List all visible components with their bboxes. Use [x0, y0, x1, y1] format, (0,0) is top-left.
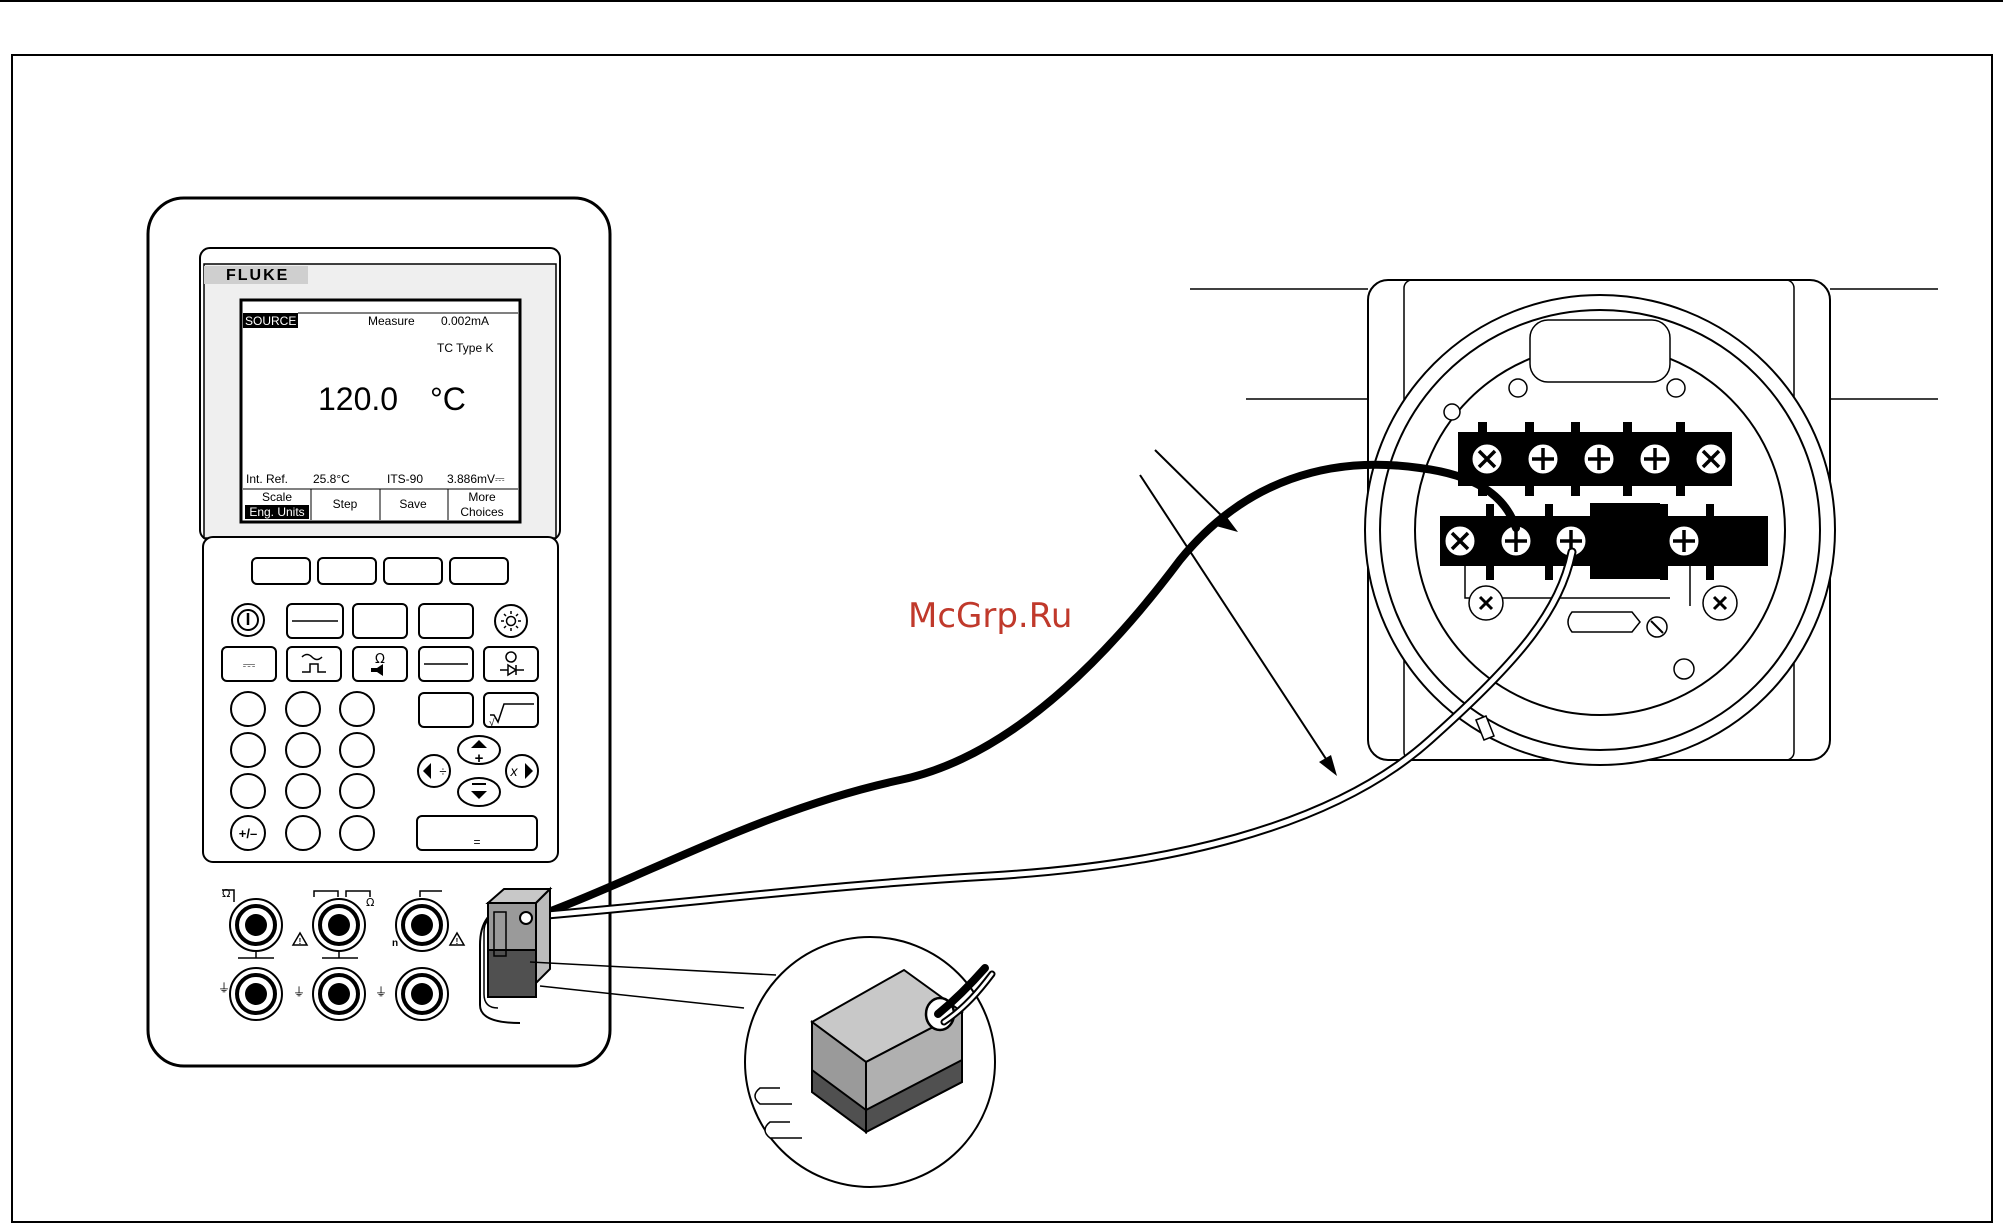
measure-label: Measure	[368, 314, 415, 328]
plug-cable-entry	[520, 912, 532, 924]
digit-key[interactable]	[340, 774, 374, 808]
jack-socket	[245, 914, 267, 936]
jack-socket	[411, 983, 433, 1005]
jack-socket	[245, 983, 267, 1005]
function-key[interactable]	[353, 604, 407, 638]
plus-icon: +	[475, 750, 484, 767]
ohm-icon: Ω	[375, 652, 385, 667]
callout-line	[1140, 475, 1330, 765]
terminal-divider	[1623, 422, 1632, 496]
softkey-label: Eng. Units	[249, 505, 304, 519]
dc-icon: ⎓	[243, 655, 256, 674]
housing-hole	[1509, 379, 1527, 397]
measure-value: 0.002mA	[441, 314, 489, 328]
ground-icon: ⏚	[375, 985, 387, 999]
int-ref-value: 25.8°C	[313, 472, 350, 486]
softkey-label: Step	[333, 497, 358, 511]
main-value: 120.0	[318, 381, 398, 417]
multiply-icon: x	[510, 763, 519, 779]
transmitter	[1190, 280, 1938, 765]
digit-key[interactable]	[231, 692, 265, 726]
decimal-key[interactable]	[340, 816, 374, 850]
pulse-jack-label: n	[392, 938, 398, 949]
its-label: ITS-90	[387, 472, 423, 486]
softkey-label: Choices	[460, 505, 503, 519]
digit-key[interactable]	[286, 774, 320, 808]
sqrt-glyph: √	[489, 717, 495, 729]
digit-key[interactable]	[340, 692, 374, 726]
housing-hole	[1674, 659, 1694, 679]
callout-line	[1155, 450, 1229, 523]
softkey-label: Scale	[262, 490, 292, 504]
housing-tab	[1530, 320, 1670, 382]
digit-key[interactable]	[286, 816, 320, 850]
jack-socket	[411, 914, 433, 936]
digit-key[interactable]	[340, 733, 374, 767]
digit-key[interactable]	[286, 692, 320, 726]
function-key[interactable]	[419, 604, 473, 638]
terminal-divider	[1571, 422, 1580, 496]
watermark-text: McGrp.Ru	[908, 596, 1072, 636]
enter-key-label: =	[473, 835, 480, 849]
terminal-divider	[1676, 422, 1685, 496]
housing-hole	[1444, 404, 1460, 420]
setup-key[interactable]	[419, 693, 473, 727]
softkey-label: More	[468, 490, 496, 504]
int-ref-label: Int. Ref.	[246, 472, 288, 486]
terminal-divider	[1706, 504, 1714, 580]
tc-type: TC Type K	[437, 341, 493, 355]
softkey-button[interactable]	[384, 558, 442, 584]
housing-hole	[1667, 379, 1685, 397]
plus-minus-label: +/–	[239, 826, 257, 841]
ohm-jack-label: Ω	[222, 887, 230, 900]
callout-arrows	[1140, 450, 1337, 776]
softkey-button[interactable]	[450, 558, 508, 584]
digit-key[interactable]	[286, 733, 320, 767]
softkey-label: Save	[399, 497, 427, 511]
softkey-button[interactable]	[252, 558, 310, 584]
sensor-module	[1590, 503, 1660, 579]
mv-value: 3.886mV⎓	[447, 472, 505, 486]
main-unit: °C	[430, 381, 466, 417]
ground-icon: ⏚	[218, 981, 230, 995]
softkey-button[interactable]	[318, 558, 376, 584]
mode-label: SOURCE	[245, 314, 296, 328]
digit-key[interactable]	[231, 774, 265, 808]
terminal-divider	[1486, 504, 1494, 580]
digit-key[interactable]	[231, 733, 265, 767]
ohm-jack-label: Ω	[366, 896, 374, 909]
plug-side	[536, 889, 550, 983]
backlight-button[interactable]	[495, 605, 527, 637]
arrowhead-icon	[1319, 755, 1337, 776]
brand-logo: FLUKE	[226, 267, 289, 284]
divide-icon: ÷	[439, 764, 446, 779]
ground-icon: ⏚	[293, 985, 305, 999]
warning-icon: !	[299, 937, 302, 946]
jack-socket	[328, 914, 350, 936]
terminal-divider	[1545, 504, 1553, 580]
warning-icon: !	[456, 937, 459, 946]
plug-shade	[488, 950, 536, 997]
jack-socket	[328, 983, 350, 1005]
sensor-lead	[1568, 612, 1640, 632]
terminal-cap	[1724, 516, 1768, 566]
